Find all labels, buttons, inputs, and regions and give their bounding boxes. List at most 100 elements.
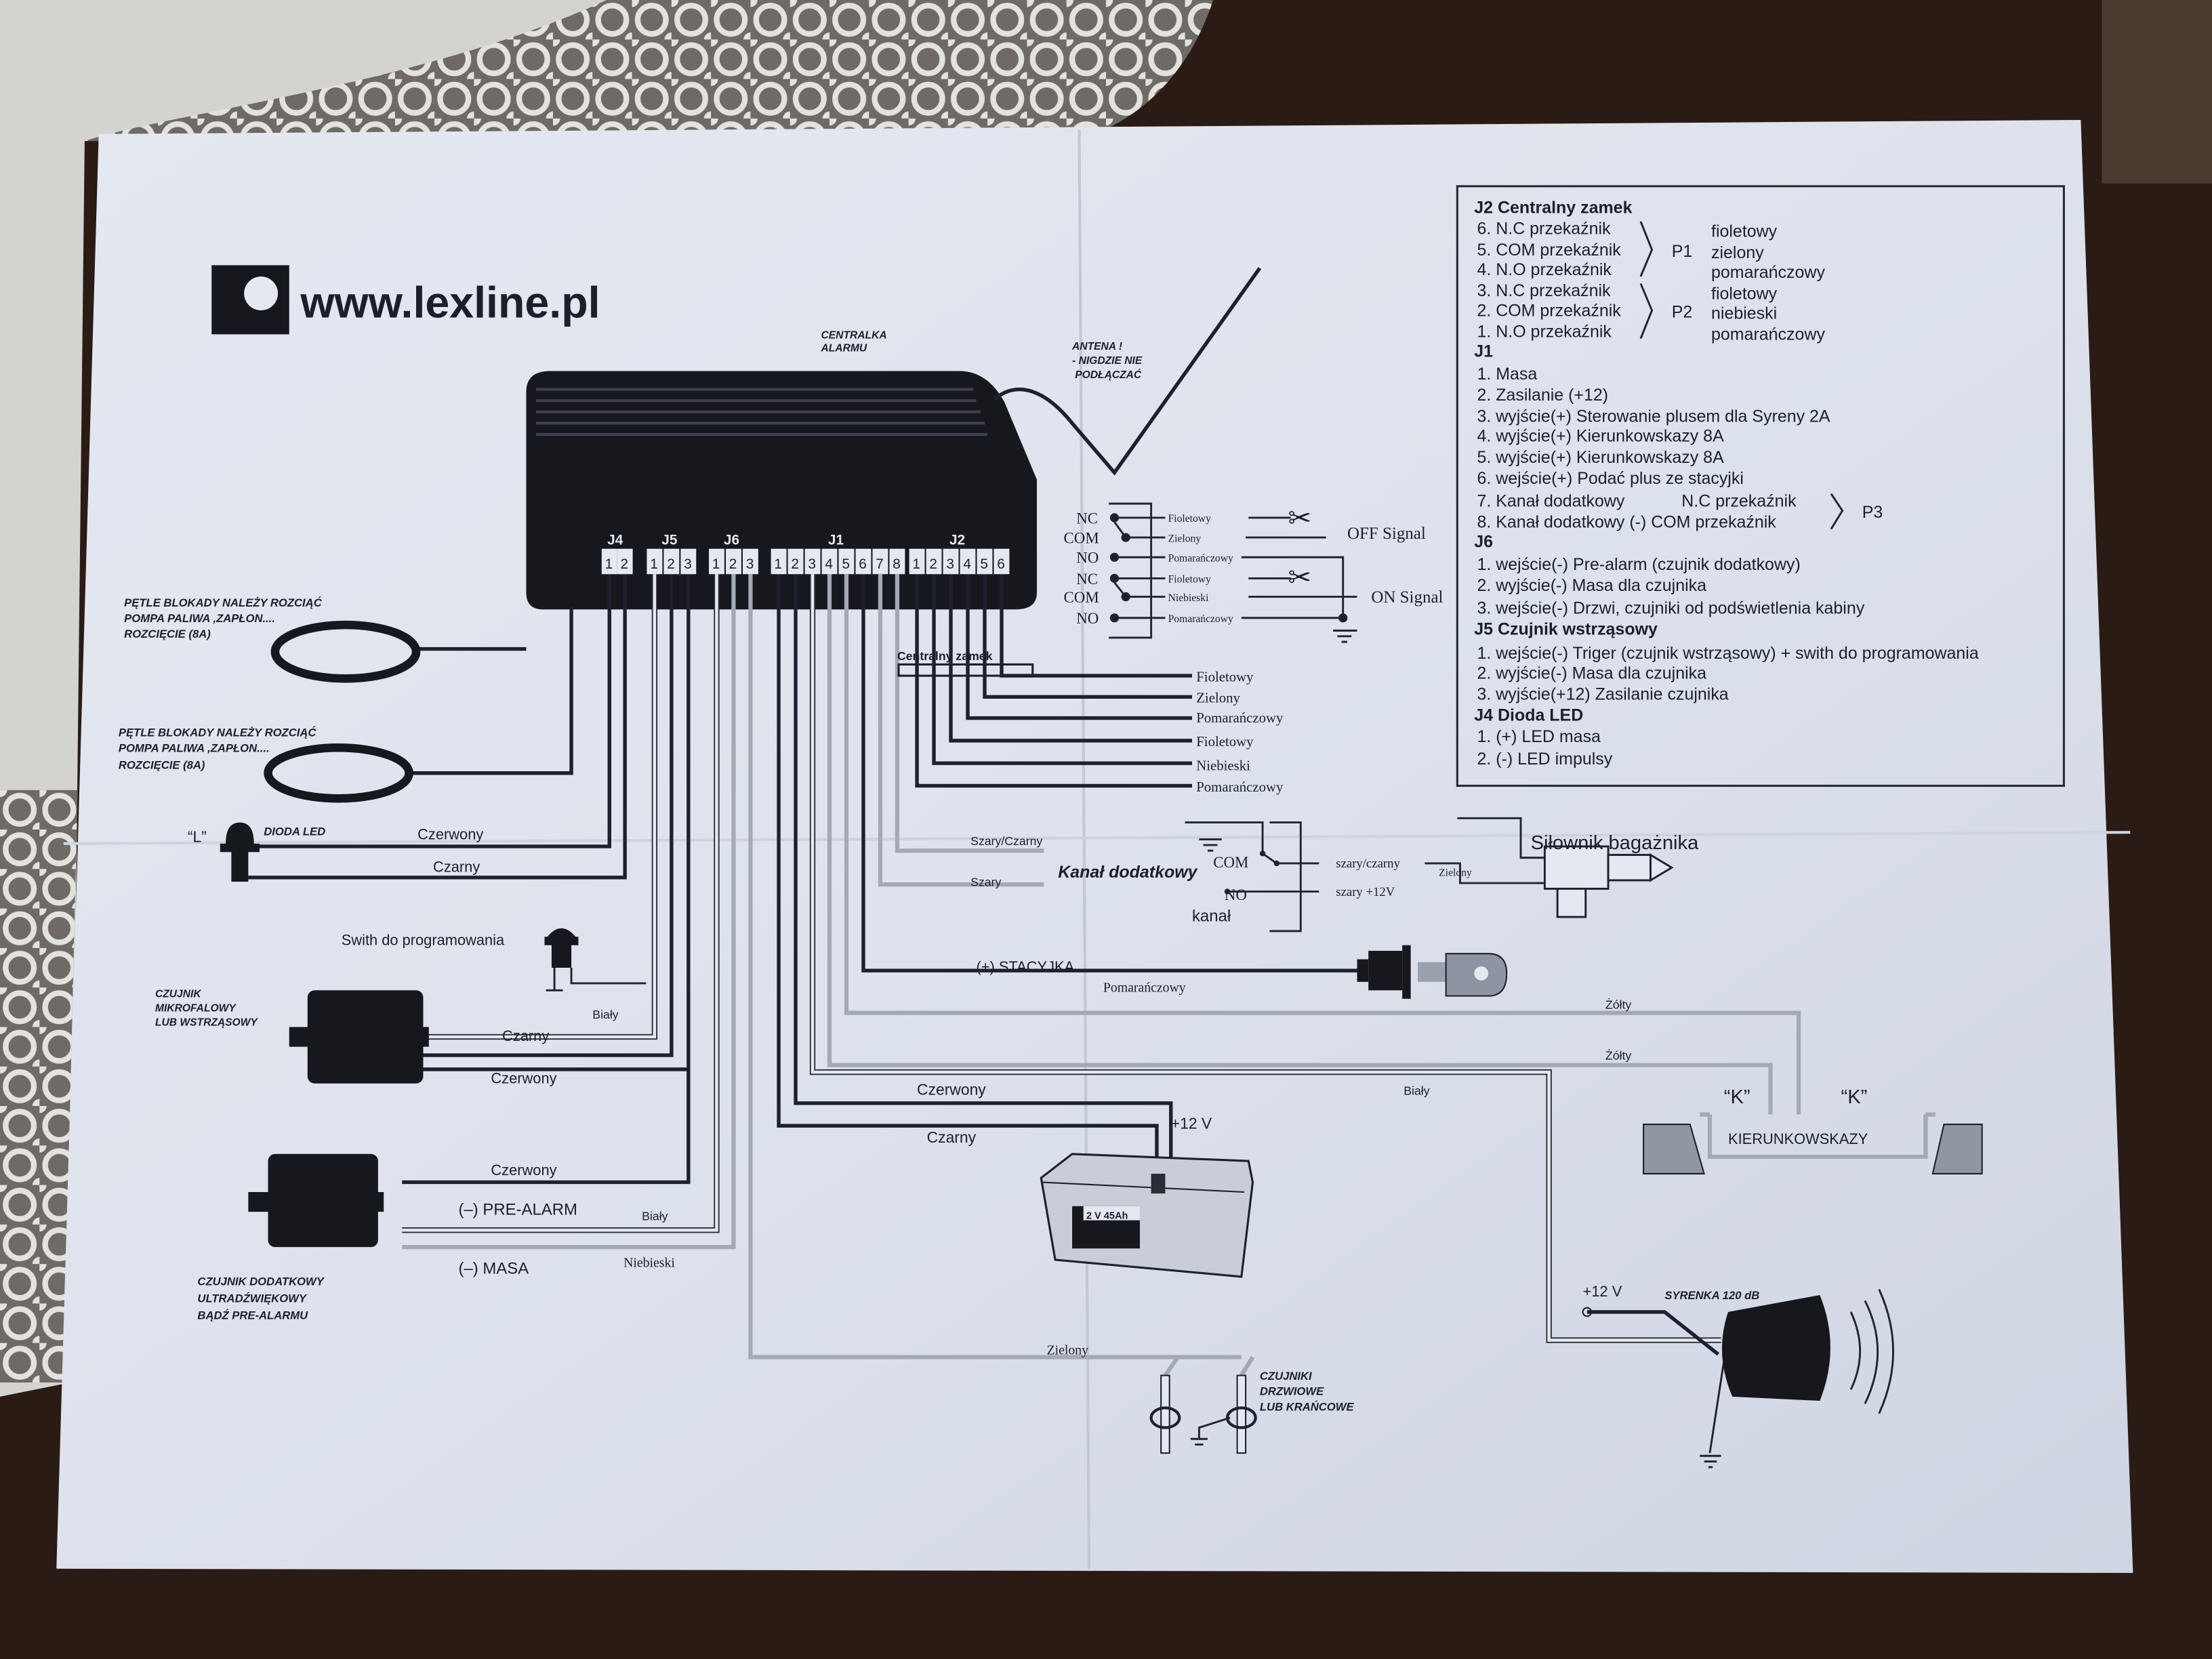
connector-pin-number: 1 (605, 556, 613, 572)
legend-bracket (1639, 221, 1654, 277)
siren-plus-label: +12 V (1583, 1283, 1622, 1300)
turn-signal-lamps (1643, 1112, 1983, 1174)
legend-wire-color: pomarańczowy (1711, 325, 1825, 344)
legend-row: 2. (-) LED impulsy (1477, 750, 1612, 769)
loop-label: POMPA PALIWA ,ZAPŁON.... (124, 612, 275, 625)
wire-label: szary +12V (1336, 885, 1395, 899)
legend-row: 1. wejście(-) Pre-alarm (czujnik dodatko… (1477, 555, 1800, 574)
wire-label: Szary/Czarny (970, 834, 1042, 848)
legend-row: 2. wyjście(-) Masa dla czujnika (1477, 663, 1706, 682)
connector-pin-number: 1 (774, 556, 782, 572)
shock-sensor-label: MIKROFALOWY (155, 1003, 237, 1015)
trunk-actuator-icon (1543, 845, 1674, 918)
k-left-label: “K” (1724, 1086, 1750, 1108)
wire-label: Biały (642, 1210, 668, 1223)
connector-pin (909, 548, 925, 575)
relay-contact-no: NO (1076, 550, 1099, 567)
connector-pin (872, 548, 888, 575)
legend-row: 5. COM przekaźnik (1477, 241, 1621, 260)
extra-sensor-label: CZUJNIK DODATKOWY (197, 1275, 325, 1288)
connector-pin (855, 548, 872, 575)
legend-row: 3. N.C przekaźnik (1477, 281, 1611, 300)
logo-circle (244, 276, 279, 310)
connector-pin (960, 548, 976, 575)
connector-pin (994, 548, 1010, 575)
connector-pin (617, 548, 633, 575)
unit-label: CENTRALKA (821, 330, 887, 342)
ignition-key-icon (1357, 945, 1508, 999)
extra-sensor-label: BĄDŹ PRE-ALARMU (197, 1309, 308, 1322)
legend-row: 2. wyjście(-) Masa dla czujnika (1477, 576, 1706, 595)
lace-right-edge (2102, 0, 2212, 184)
connector-j6-label: J6 (724, 533, 739, 548)
central-lock-wire-label: Zielony (1196, 690, 1240, 706)
antenna-warning: PODŁĄCZAĆ (1075, 368, 1142, 381)
wire-label: Niebieski (623, 1255, 675, 1270)
connector-pin-number: 5 (842, 556, 850, 572)
relay-contact-com: COM (1064, 589, 1099, 606)
connector-pin (726, 548, 741, 575)
loop-label: POMPA PALIWA ,ZAPŁON.... (119, 742, 270, 755)
paper-fold (1078, 129, 1091, 1569)
legend-row: 1. Masa (1477, 365, 1537, 384)
central-lock-wire-label: Fioletowy (1196, 733, 1254, 750)
wire-label: Czarny (927, 1128, 977, 1146)
legend-row-extra: N.C przekaźnik (1681, 491, 1797, 510)
loop-label: PĘTLE BLOKADY NALEŻY ROZCIĄĆ (119, 726, 317, 739)
connector-pin (943, 548, 959, 575)
connector-pin (787, 548, 804, 575)
relay-wire-label: Zielony (1168, 533, 1202, 544)
legend-row: J5 Czujnik wstrząsowy (1474, 620, 1658, 639)
connector-pin (977, 548, 993, 575)
legend-box (1456, 185, 2065, 787)
on-signal-label: ON Signal (1371, 588, 1443, 607)
siren-icon (1582, 1289, 1895, 1469)
connector-j4-label: J4 (607, 533, 623, 548)
siren-label: SYRENKA 120 dB (1664, 1289, 1759, 1302)
masa-label: (–) MASA (459, 1260, 529, 1278)
relay-contact-nc: NC (1076, 510, 1098, 527)
no-label: NO (1225, 886, 1247, 903)
legend-row: 7. Kanał dodatkowy (1477, 491, 1624, 510)
battery-plus-label: +12 V (1171, 1114, 1212, 1132)
connector-pin (680, 548, 697, 575)
extra-sensor-icon (248, 1153, 384, 1248)
com-label: COM (1213, 854, 1248, 871)
legend-row: 6. N.C przekaźnik (1477, 220, 1611, 239)
connector-pin (601, 548, 617, 575)
connector-pin-number: 3 (808, 556, 816, 572)
led-label: DIODA LED (264, 825, 325, 838)
programming-switch-icon (544, 928, 647, 991)
relay-contact-com: COM (1064, 529, 1099, 546)
doors-label: CZUJNIKI (1260, 1370, 1312, 1382)
scissors-icon: ✂ (1288, 561, 1312, 593)
connector-pin-number: 2 (621, 556, 629, 572)
prealarm-label: (–) PRE-ALARM (459, 1200, 577, 1218)
legend-row: 4. N.O przekaźnik (1477, 260, 1612, 279)
connector-pin (709, 548, 724, 575)
legend-group-label: P3 (1862, 503, 1883, 522)
connector-pin (742, 548, 758, 575)
legend-wire-color: zielony (1711, 243, 1764, 262)
battery-badge: 2 V 45Ah (1086, 1211, 1128, 1222)
connector-pin (889, 548, 905, 575)
battery-icon (1040, 1153, 1254, 1278)
lace-doily-left (0, 790, 78, 1382)
connector-pin-number: 2 (929, 556, 937, 572)
shock-sensor-label: CZUJNIK (155, 989, 202, 1000)
central-lock-label: Centralny zamek (897, 649, 993, 663)
connector-j2-label: J2 (949, 533, 965, 548)
legend-row: 3. wyjście(+12) Zasilanie czujnika (1477, 684, 1728, 703)
antenna-warning: - NIGDZIE NIE (1072, 355, 1143, 367)
connector-pin (771, 548, 787, 575)
logo-text: www.lexline.pl (300, 278, 600, 327)
wire-label: Żółty (1605, 998, 1631, 1011)
off-signal-label: OFF Signal (1347, 525, 1426, 543)
legend-row: 1. N.O przekaźnik (1477, 323, 1612, 342)
connector-pin (926, 548, 942, 575)
connector-j5-label: J5 (661, 533, 677, 548)
legend-bracket (1639, 283, 1654, 340)
